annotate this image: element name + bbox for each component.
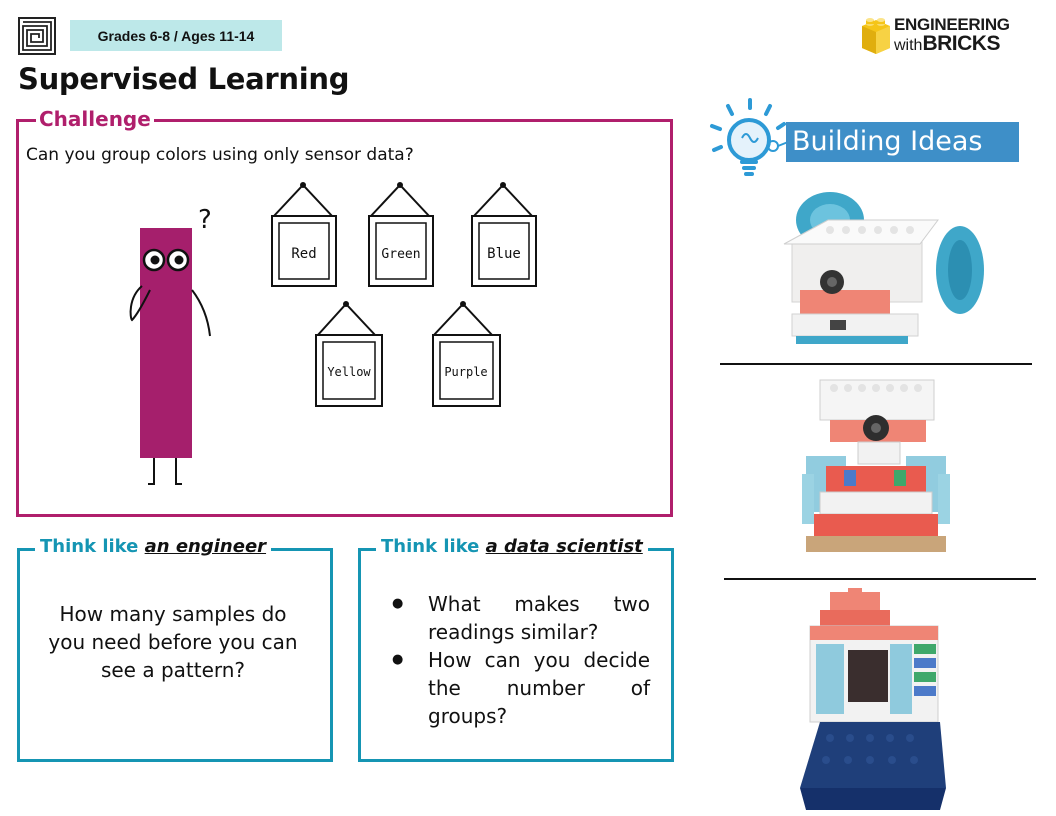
engineer-question: How many samples do you need before you … [48,602,298,682]
frame-label: Red [291,246,316,262]
maze-icon [18,17,56,55]
challenge-question: Can you group colors using only sensor d… [26,145,414,165]
robot-tower-image [802,379,950,552]
list-item: What makes two readings similar? [388,590,650,646]
think-prefix: Think like [381,536,486,557]
brand-name-line1: ENGINEERING [894,15,1010,34]
frame-red: Red [271,182,337,287]
frame-label: Purple [444,365,487,379]
frame-yellow: Yellow [315,301,383,407]
page-title: Supervised Learning [18,62,350,96]
frame-label: Yellow [327,365,371,379]
think-scientist-label: Think like a data scientist [376,535,648,559]
think-emphasis: an engineer [144,536,267,557]
brand-name-line2: withBRICKS [894,33,1000,57]
grade-badge: Grades 6-8 / Ages 11-14 [70,20,282,51]
building-ideas-banner: Building Ideas [786,122,1019,162]
character-illustration [129,228,211,485]
brick-icon [862,18,890,54]
frame-green: Green [368,182,434,287]
frame-label: Green [381,247,420,262]
brand-logo: ENGINEERING withBRICKS [858,14,1018,56]
frame-label: Blue [487,246,521,262]
scientist-question-list: What makes two readings similar? How can… [388,590,650,730]
robot-cart-image [783,192,984,344]
brand-with: with [894,37,923,54]
list-item: How can you decide the number of groups? [388,646,650,730]
robot-ramp-image [800,588,946,810]
question-mark-icon: ? [198,205,212,235]
think-prefix: Think like [40,536,145,557]
challenge-illustration: ? Red Green Blue Yellow Purple [129,182,537,485]
challenge-label: Challenge [36,107,154,131]
brand-bricks: BRICKS [922,32,1000,55]
frame-purple: Purple [432,301,501,407]
lightbulb-icon [710,98,789,176]
think-emphasis: a data scientist [485,536,643,557]
challenge-box [16,119,673,517]
think-engineer-label: Think like an engineer [35,535,272,559]
divider [724,578,1036,580]
frame-blue: Blue [471,182,537,287]
divider [720,363,1032,365]
